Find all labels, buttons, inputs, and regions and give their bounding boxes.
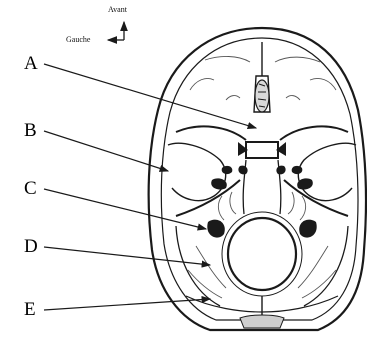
foramen-lacerum-right [276, 166, 285, 175]
pointer-E [44, 299, 210, 310]
label-D: D [24, 237, 38, 256]
label-B: B [24, 121, 37, 140]
sella-turcica [246, 142, 278, 158]
clivus [243, 160, 281, 214]
occipital-protuberance [240, 315, 284, 328]
sphenoid-ridge-right [280, 126, 348, 140]
foramen-lacerum-left [238, 166, 247, 175]
posterior-fossa-left [176, 226, 220, 306]
pointer-B [44, 131, 168, 171]
middle-fossa-left [168, 143, 226, 200]
pointer-C [44, 189, 206, 229]
sphenoid-ridge-left [176, 126, 246, 140]
jugular-foramen-left [207, 220, 225, 238]
posterior-fossa-right [304, 226, 348, 306]
jugular-foramen-right [299, 220, 317, 238]
orientation-left-label: Gauche [66, 36, 90, 44]
pointer-A [44, 64, 256, 128]
foramen-rotundum-left [222, 166, 233, 174]
foramen-magnum [228, 218, 296, 290]
petrous-texture [218, 192, 305, 220]
label-E: E [24, 300, 36, 319]
pointer-D [44, 247, 210, 265]
orientation-front-label: Avant [108, 6, 127, 14]
label-A: A [24, 54, 38, 73]
label-C: C [24, 179, 37, 198]
middle-fossa-right [298, 143, 356, 200]
foramen-rotundum-right [292, 166, 303, 174]
